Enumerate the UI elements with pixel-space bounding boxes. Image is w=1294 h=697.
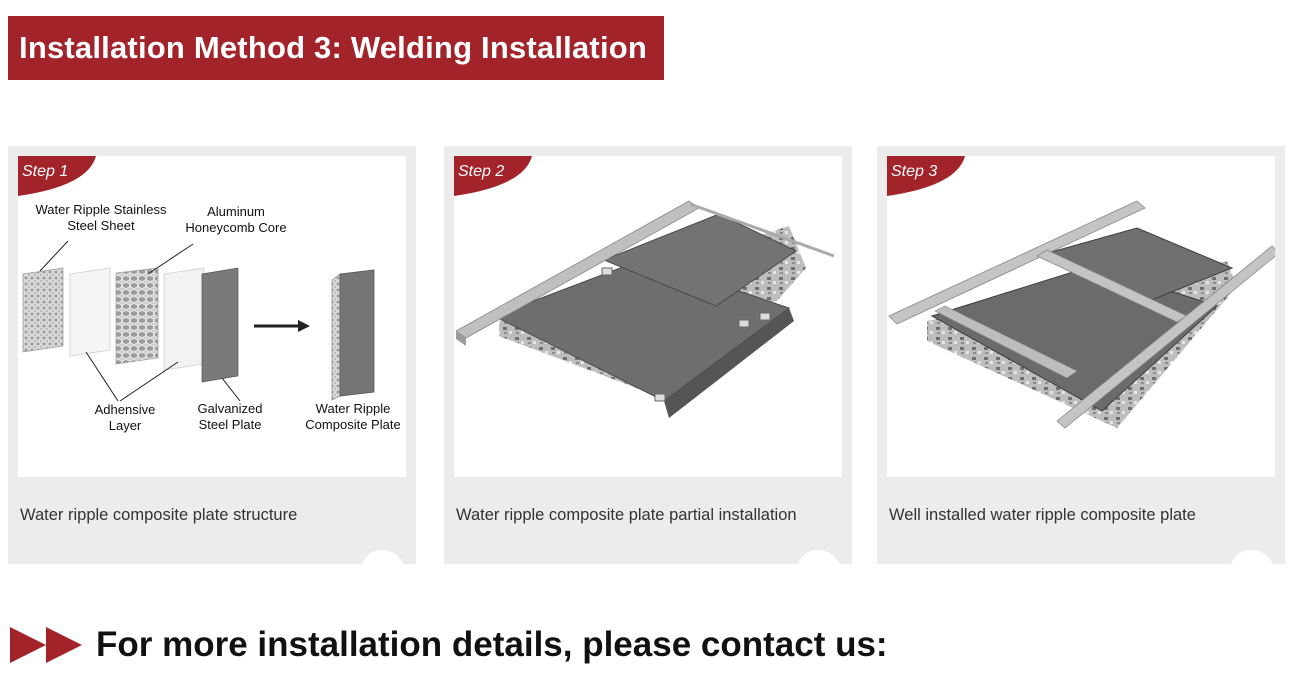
contact-cta-text: For more installation details, please co… <box>96 625 888 664</box>
step-card-3: Step 3 Well installed water ripple compo… <box>877 146 1285 564</box>
label-composite-plate: Water Ripple Composite Plate <box>305 401 401 432</box>
plate-structure-diagram <box>22 240 375 402</box>
step-card-1: Water Ripple Stainless Steel Sheet Alumi… <box>8 146 416 564</box>
step-label: Step 2 <box>458 163 505 180</box>
step-badge: Step 2 <box>454 156 532 196</box>
step-label: Step 3 <box>891 163 938 180</box>
double-arrow-icon <box>10 623 86 667</box>
watermark-icon <box>362 550 404 564</box>
contact-cta: For more installation details, please co… <box>10 620 888 670</box>
watermark-icon <box>1231 550 1273 564</box>
step-badge: Step 3 <box>887 156 965 196</box>
stainless-sheet-layer <box>22 267 64 353</box>
partial-installation-diagram <box>455 200 835 418</box>
step-1-illustration: Water Ripple Stainless Steel Sheet Alumi… <box>18 156 406 477</box>
step-label: Step 1 <box>22 163 69 180</box>
section-title-banner: Installation Method 3: Welding Installat… <box>8 16 664 80</box>
galvanized-plate-layer <box>201 267 239 383</box>
arrow-head <box>298 320 310 332</box>
honeycomb-core-layer <box>115 267 159 365</box>
adhesive-layer-1 <box>69 267 111 357</box>
composite-plate <box>339 269 375 397</box>
label-honeycomb-core: Aluminum Honeycomb Core <box>185 204 287 235</box>
step-3-illustration: Step 3 <box>887 156 1275 477</box>
card-caption: Water ripple composite plate structure <box>20 506 298 524</box>
card-caption: Water ripple composite plate partial ins… <box>456 506 797 524</box>
section-title: Installation Method 3: Welding Installat… <box>19 30 648 65</box>
label-galvanized-plate: Galvanized Steel Plate <box>197 401 263 432</box>
label-stainless-sheet: Water Ripple Stainless Steel Sheet <box>35 202 167 233</box>
label-adhesive-layer: Adhensive Layer <box>94 402 156 433</box>
installed-plate-diagram <box>888 200 1275 429</box>
step-badge: Step 1 <box>18 156 96 196</box>
step-2-illustration: Step 2 <box>454 156 842 477</box>
watermark-icon <box>798 550 840 564</box>
step-card-2: Step 2 Water ripple composite plate part… <box>444 146 852 564</box>
adhesive-layer-2 <box>163 267 205 371</box>
card-caption: Well installed water ripple composite pl… <box>889 506 1196 524</box>
